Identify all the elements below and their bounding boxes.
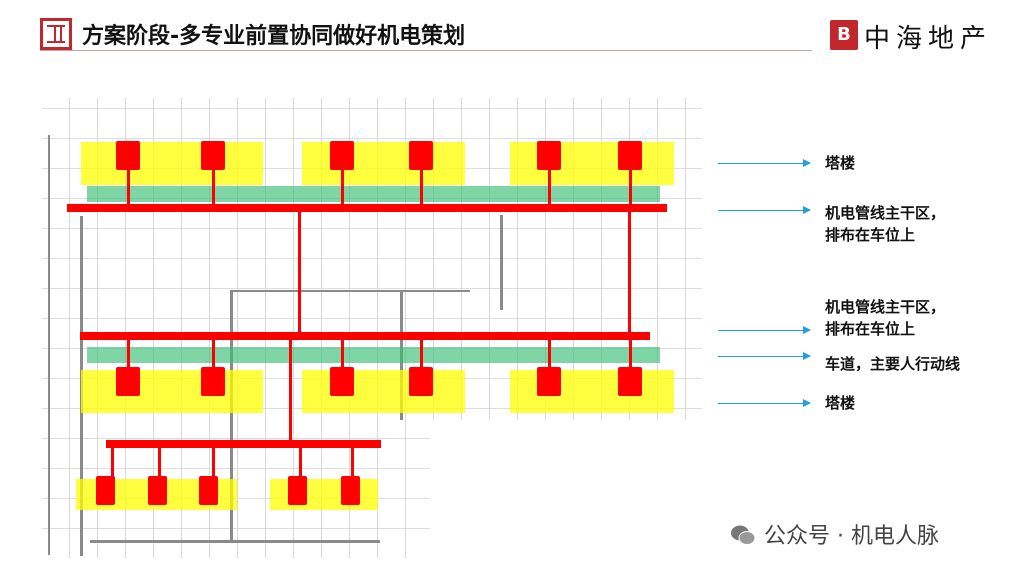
mep-shaft [288, 476, 307, 505]
mep-shaft [618, 141, 642, 170]
tower-zone [302, 142, 465, 185]
mep-shaft [537, 141, 561, 170]
mep-shaft [116, 367, 140, 396]
driveway-zone [87, 347, 660, 363]
legend-tower-top: 塔楼 [825, 154, 856, 172]
arrow-icon [718, 399, 811, 407]
wechat-icon [731, 525, 756, 545]
mep-shaft [148, 476, 167, 505]
arrow-icon [718, 326, 811, 334]
mep-shaft [618, 367, 642, 396]
arrow-icon [718, 159, 811, 167]
mep-branch [299, 444, 302, 480]
arrow-icon [718, 206, 811, 214]
mep-riser-line [289, 336, 292, 444]
tower-zone [81, 370, 263, 413]
mep-shaft [201, 367, 225, 396]
legend-tower-bottom: 塔楼 [825, 394, 856, 412]
drawing-blank-area [430, 420, 710, 560]
mep-shaft [96, 476, 115, 505]
mep-shaft [116, 141, 140, 170]
mep-branch [212, 444, 215, 480]
mep-shaft [330, 367, 354, 396]
legend-line: 机电管线主干区， [825, 204, 946, 222]
mep-branch [127, 165, 130, 207]
mep-shaft [199, 476, 218, 505]
tower-zone [510, 142, 674, 185]
plan-wall [230, 290, 470, 292]
plan-wall [48, 135, 50, 555]
mep-branch [629, 165, 632, 207]
tower-zone [302, 370, 465, 413]
mep-branch [341, 336, 344, 372]
watermark: 公众号 · 机电人脉 [764, 524, 939, 549]
legend-mep-trunk-top: 机电管线主干区， 排布在车位上 [825, 202, 945, 246]
mep-branch [212, 165, 215, 207]
mep-branch [127, 336, 130, 372]
legend-line: 机电管线主干区， [825, 298, 946, 316]
mep-riser-line [298, 208, 301, 336]
mep-branch [111, 444, 114, 480]
arrow-icon [718, 352, 811, 360]
mep-branch [341, 165, 344, 207]
mep-shaft [201, 141, 225, 170]
brand-name: 中海地产 [864, 24, 993, 54]
header-divider [40, 50, 812, 51]
mep-trunk-line [106, 440, 381, 448]
mep-branch [351, 444, 354, 480]
tower-zone [510, 370, 674, 413]
mep-shaft [409, 141, 433, 170]
legend-line: 排布在车位上 [825, 226, 916, 244]
mep-branch [548, 336, 551, 372]
company-logo-left [40, 18, 72, 50]
legend-mep-trunk-middle: 机电管线主干区， 排布在车位上 [825, 296, 945, 340]
plan-wall [230, 290, 233, 540]
slide-title: 方案阶段-多专业前置协同做好机电策划 [82, 24, 466, 49]
mep-branch [420, 336, 423, 372]
mep-shaft [341, 476, 360, 505]
mep-trunk-line [67, 204, 667, 212]
mep-branch [629, 336, 632, 372]
mep-branch [548, 165, 551, 207]
mep-trunk-line [80, 332, 650, 340]
mep-branch [212, 336, 215, 372]
legend-line: 排布在车位上 [825, 320, 916, 338]
driveway-zone [87, 186, 660, 202]
plan-wall [90, 540, 380, 543]
brand-logo-icon: B [830, 20, 858, 50]
mep-branch [420, 165, 423, 207]
tower-zone [81, 142, 263, 185]
mep-shaft [409, 367, 433, 396]
plan-wall [500, 215, 503, 310]
legend-driveway: 车道，主要人行动线 [825, 355, 961, 373]
tower-zone [270, 479, 378, 510]
mep-shaft [537, 367, 561, 396]
mep-branch [158, 444, 161, 480]
mep-riser-line [628, 208, 631, 336]
mep-shaft [330, 141, 354, 170]
